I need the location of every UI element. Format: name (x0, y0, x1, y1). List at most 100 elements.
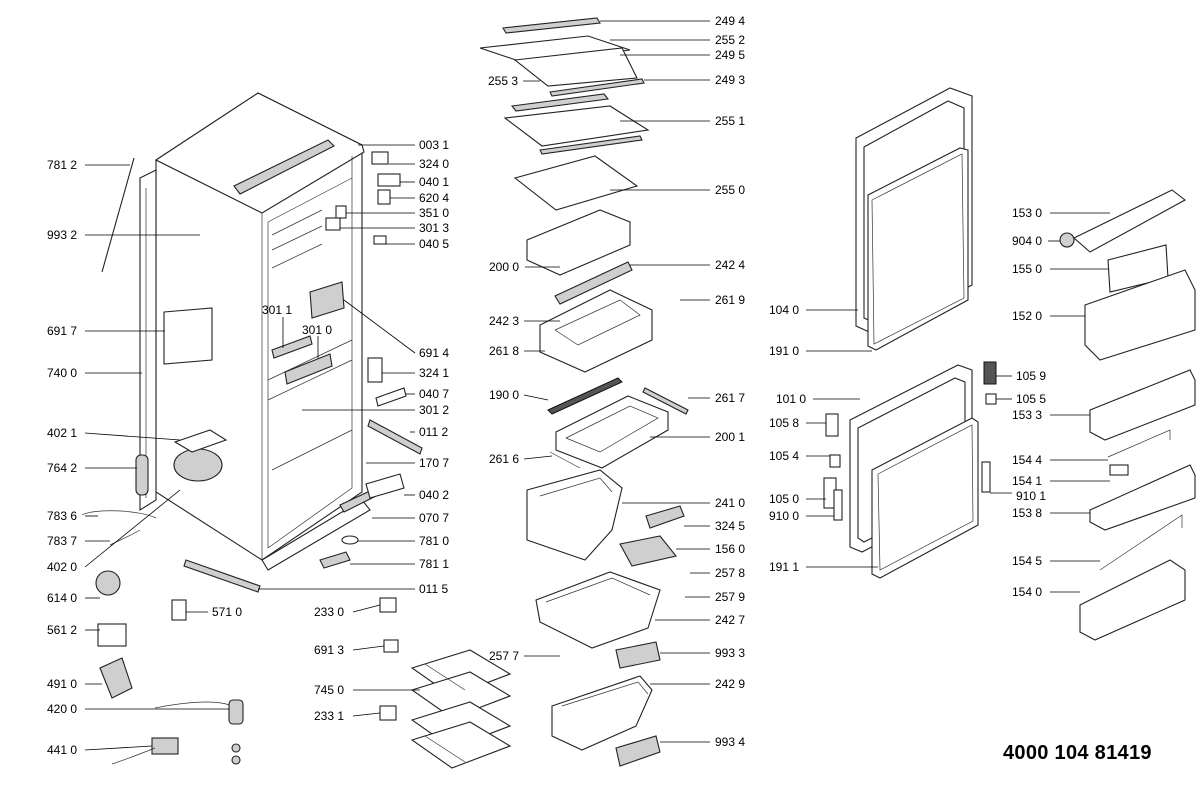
part-label: 783 7 (47, 534, 77, 548)
part-label: 153 8 (1012, 506, 1042, 520)
part-label: 324 5 (715, 519, 745, 533)
part-label: 191 1 (769, 560, 799, 574)
part-label: 070 7 (419, 511, 449, 525)
part-label: 402 1 (47, 426, 77, 440)
part-label: 040 5 (419, 237, 449, 251)
part-label: 105 0 (769, 492, 799, 506)
part-label: 324 1 (419, 366, 449, 380)
document-number: 4000 104 81419 (1003, 742, 1152, 764)
part-label: 154 1 (1012, 474, 1042, 488)
part-label: 242 3 (489, 314, 519, 328)
part-label: 910 0 (769, 509, 799, 523)
part-label: 242 9 (715, 677, 745, 691)
part-label: 233 1 (314, 709, 344, 723)
part-label: 152 0 (1012, 309, 1042, 323)
part-label: 040 7 (419, 387, 449, 401)
part-label: 351 0 (419, 206, 449, 220)
part-label: 301 0 (302, 323, 332, 337)
part-label: 420 0 (47, 702, 77, 716)
part-label: 691 3 (314, 643, 344, 657)
wire-racks (410, 649, 512, 769)
fridge-door (849, 364, 979, 579)
part-label: 105 9 (1016, 369, 1046, 383)
side-strips (101, 157, 423, 593)
part-label: 154 5 (1012, 554, 1042, 568)
part-label: 301 3 (419, 221, 449, 235)
part-label: 154 0 (1012, 585, 1042, 599)
part-label: 993 3 (715, 646, 745, 660)
part-label: 301 2 (419, 403, 449, 417)
part-label: 233 0 (314, 605, 344, 619)
part-label: 105 8 (769, 416, 799, 430)
part-label: 105 5 (1016, 392, 1046, 406)
part-label: 153 3 (1012, 408, 1042, 422)
part-label: 249 4 (715, 14, 745, 28)
part-label: 255 0 (715, 183, 745, 197)
parts-artwork (81, 17, 1196, 769)
part-label: 242 4 (715, 258, 745, 272)
part-label: 561 2 (47, 623, 77, 637)
part-label: 745 0 (314, 683, 344, 697)
part-label: 011 5 (419, 582, 448, 596)
freezer-drawer-top (526, 209, 653, 373)
part-label: 003 1 (419, 138, 449, 152)
freezer-drawer-bottom (547, 377, 689, 469)
part-label: 904 0 (1012, 234, 1042, 248)
part-label: 011 2 (419, 425, 448, 439)
part-label: 614 0 (47, 591, 77, 605)
glass-shelves (479, 17, 650, 211)
part-label: 491 0 (47, 677, 77, 691)
part-label: 402 0 (47, 560, 77, 574)
part-label: 910 1 (1016, 489, 1046, 503)
part-label: 781 1 (419, 557, 449, 571)
part-label: 200 0 (489, 260, 519, 274)
part-label: 255 1 (715, 114, 745, 128)
part-label: 105 4 (769, 449, 799, 463)
part-label: 571 0 (212, 605, 242, 619)
part-label: 441 0 (47, 743, 77, 757)
part-label: 261 6 (489, 452, 519, 466)
part-label: 261 8 (489, 344, 519, 358)
part-label: 249 5 (715, 48, 745, 62)
part-label: 781 0 (419, 534, 449, 548)
part-label: 324 0 (419, 157, 449, 171)
part-label: 740 0 (47, 366, 77, 380)
part-label: 257 9 (715, 590, 745, 604)
part-label: 781 2 (47, 158, 77, 172)
part-label: 190 0 (489, 388, 519, 402)
leader-lines (84, 20, 1110, 751)
compressor-parts (81, 429, 244, 765)
part-label: 993 4 (715, 735, 745, 749)
part-label: 691 4 (419, 346, 449, 360)
part-label: 170 7 (419, 456, 449, 470)
part-label: 040 2 (419, 488, 449, 502)
part-label: 764 2 (47, 461, 77, 475)
part-label: 249 3 (715, 73, 745, 87)
part-label: 261 7 (715, 391, 745, 405)
part-label: 261 9 (715, 293, 745, 307)
part-label: 155 0 (1012, 262, 1042, 276)
part-label: 101 0 (776, 392, 806, 406)
part-label: 191 0 (769, 344, 799, 358)
part-label: 993 2 (47, 228, 77, 242)
part-label: 154 4 (1012, 453, 1042, 467)
part-label: 104 0 (769, 303, 799, 317)
part-label: 200 1 (715, 430, 745, 444)
part-label: 156 0 (715, 542, 745, 556)
part-label: 040 1 (419, 175, 449, 189)
part-label: 241 0 (715, 496, 745, 510)
part-label: 242 7 (715, 613, 745, 627)
part-label: 255 2 (715, 33, 745, 47)
crisper-boxes (526, 469, 685, 767)
part-label: 257 8 (715, 566, 745, 580)
part-label: 255 3 (488, 74, 518, 88)
part-labels: 781 2 993 2 691 7 740 0 402 1 764 2 783 … (47, 14, 1046, 757)
door-accessories (823, 189, 1196, 641)
part-label: 153 0 (1012, 206, 1042, 220)
freezer-door (855, 87, 973, 351)
part-label: 257 7 (489, 649, 519, 663)
part-label: 691 7 (47, 324, 77, 338)
part-label: 301 1 (262, 303, 292, 317)
control-panels (271, 151, 407, 721)
